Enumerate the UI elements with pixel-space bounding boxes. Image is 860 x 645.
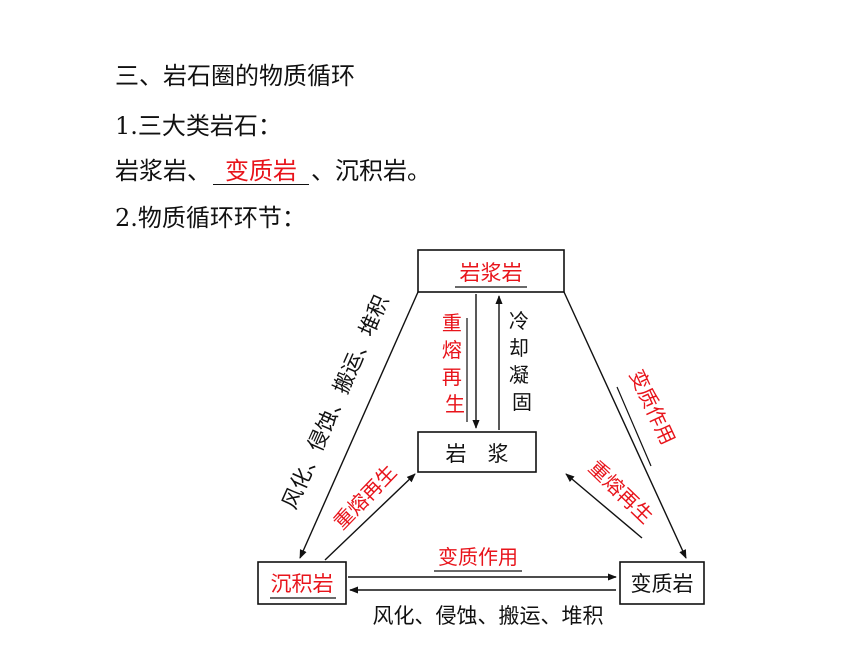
magma-label: 岩 浆	[446, 442, 509, 466]
left-remelt-arrow	[324, 473, 416, 561]
fill-blank-answer: 变质岩	[213, 158, 309, 185]
magma-box	[417, 431, 537, 473]
remelt-right-label: 重熔再生	[584, 456, 658, 529]
section-heading: 三、岩石圈的物质循环	[115, 62, 355, 90]
rock-suffix: 、沉积岩。	[311, 157, 431, 185]
sedimentary-rock-box	[257, 561, 347, 605]
cooling-label: 冷 却 凝 固	[509, 309, 535, 414]
magmatic-rock-label: 岩浆岩	[460, 261, 523, 285]
weathering-bottom-label: 风化、侵蚀、搬运、堆积	[373, 604, 604, 628]
rock-types-line: 岩浆岩、变质岩、沉积岩。	[115, 155, 431, 187]
magmatic-rock-box	[417, 249, 565, 293]
item-2-label: 2.物质循环环节：	[115, 204, 306, 232]
metamorphic-rock-box	[619, 561, 705, 605]
remelt-center-label: 重 熔 再 生	[442, 311, 468, 416]
metamorphism-bottom-label: 变质作用	[438, 545, 518, 569]
right-remelt-arrow	[565, 473, 643, 539]
metamorphism-right-label: 变质作用	[625, 366, 681, 449]
right-side-arrow	[563, 291, 687, 559]
sedimentary-rock-label: 沉积岩	[271, 572, 334, 596]
metamorphism-right-underline	[616, 386, 652, 467]
metamorphic-rock-label: 变质岩	[631, 572, 694, 596]
item-1-label: 1.三大类岩石：	[115, 112, 282, 140]
left-side-arrow	[299, 291, 419, 559]
rock-prefix: 岩浆岩、	[115, 157, 211, 185]
